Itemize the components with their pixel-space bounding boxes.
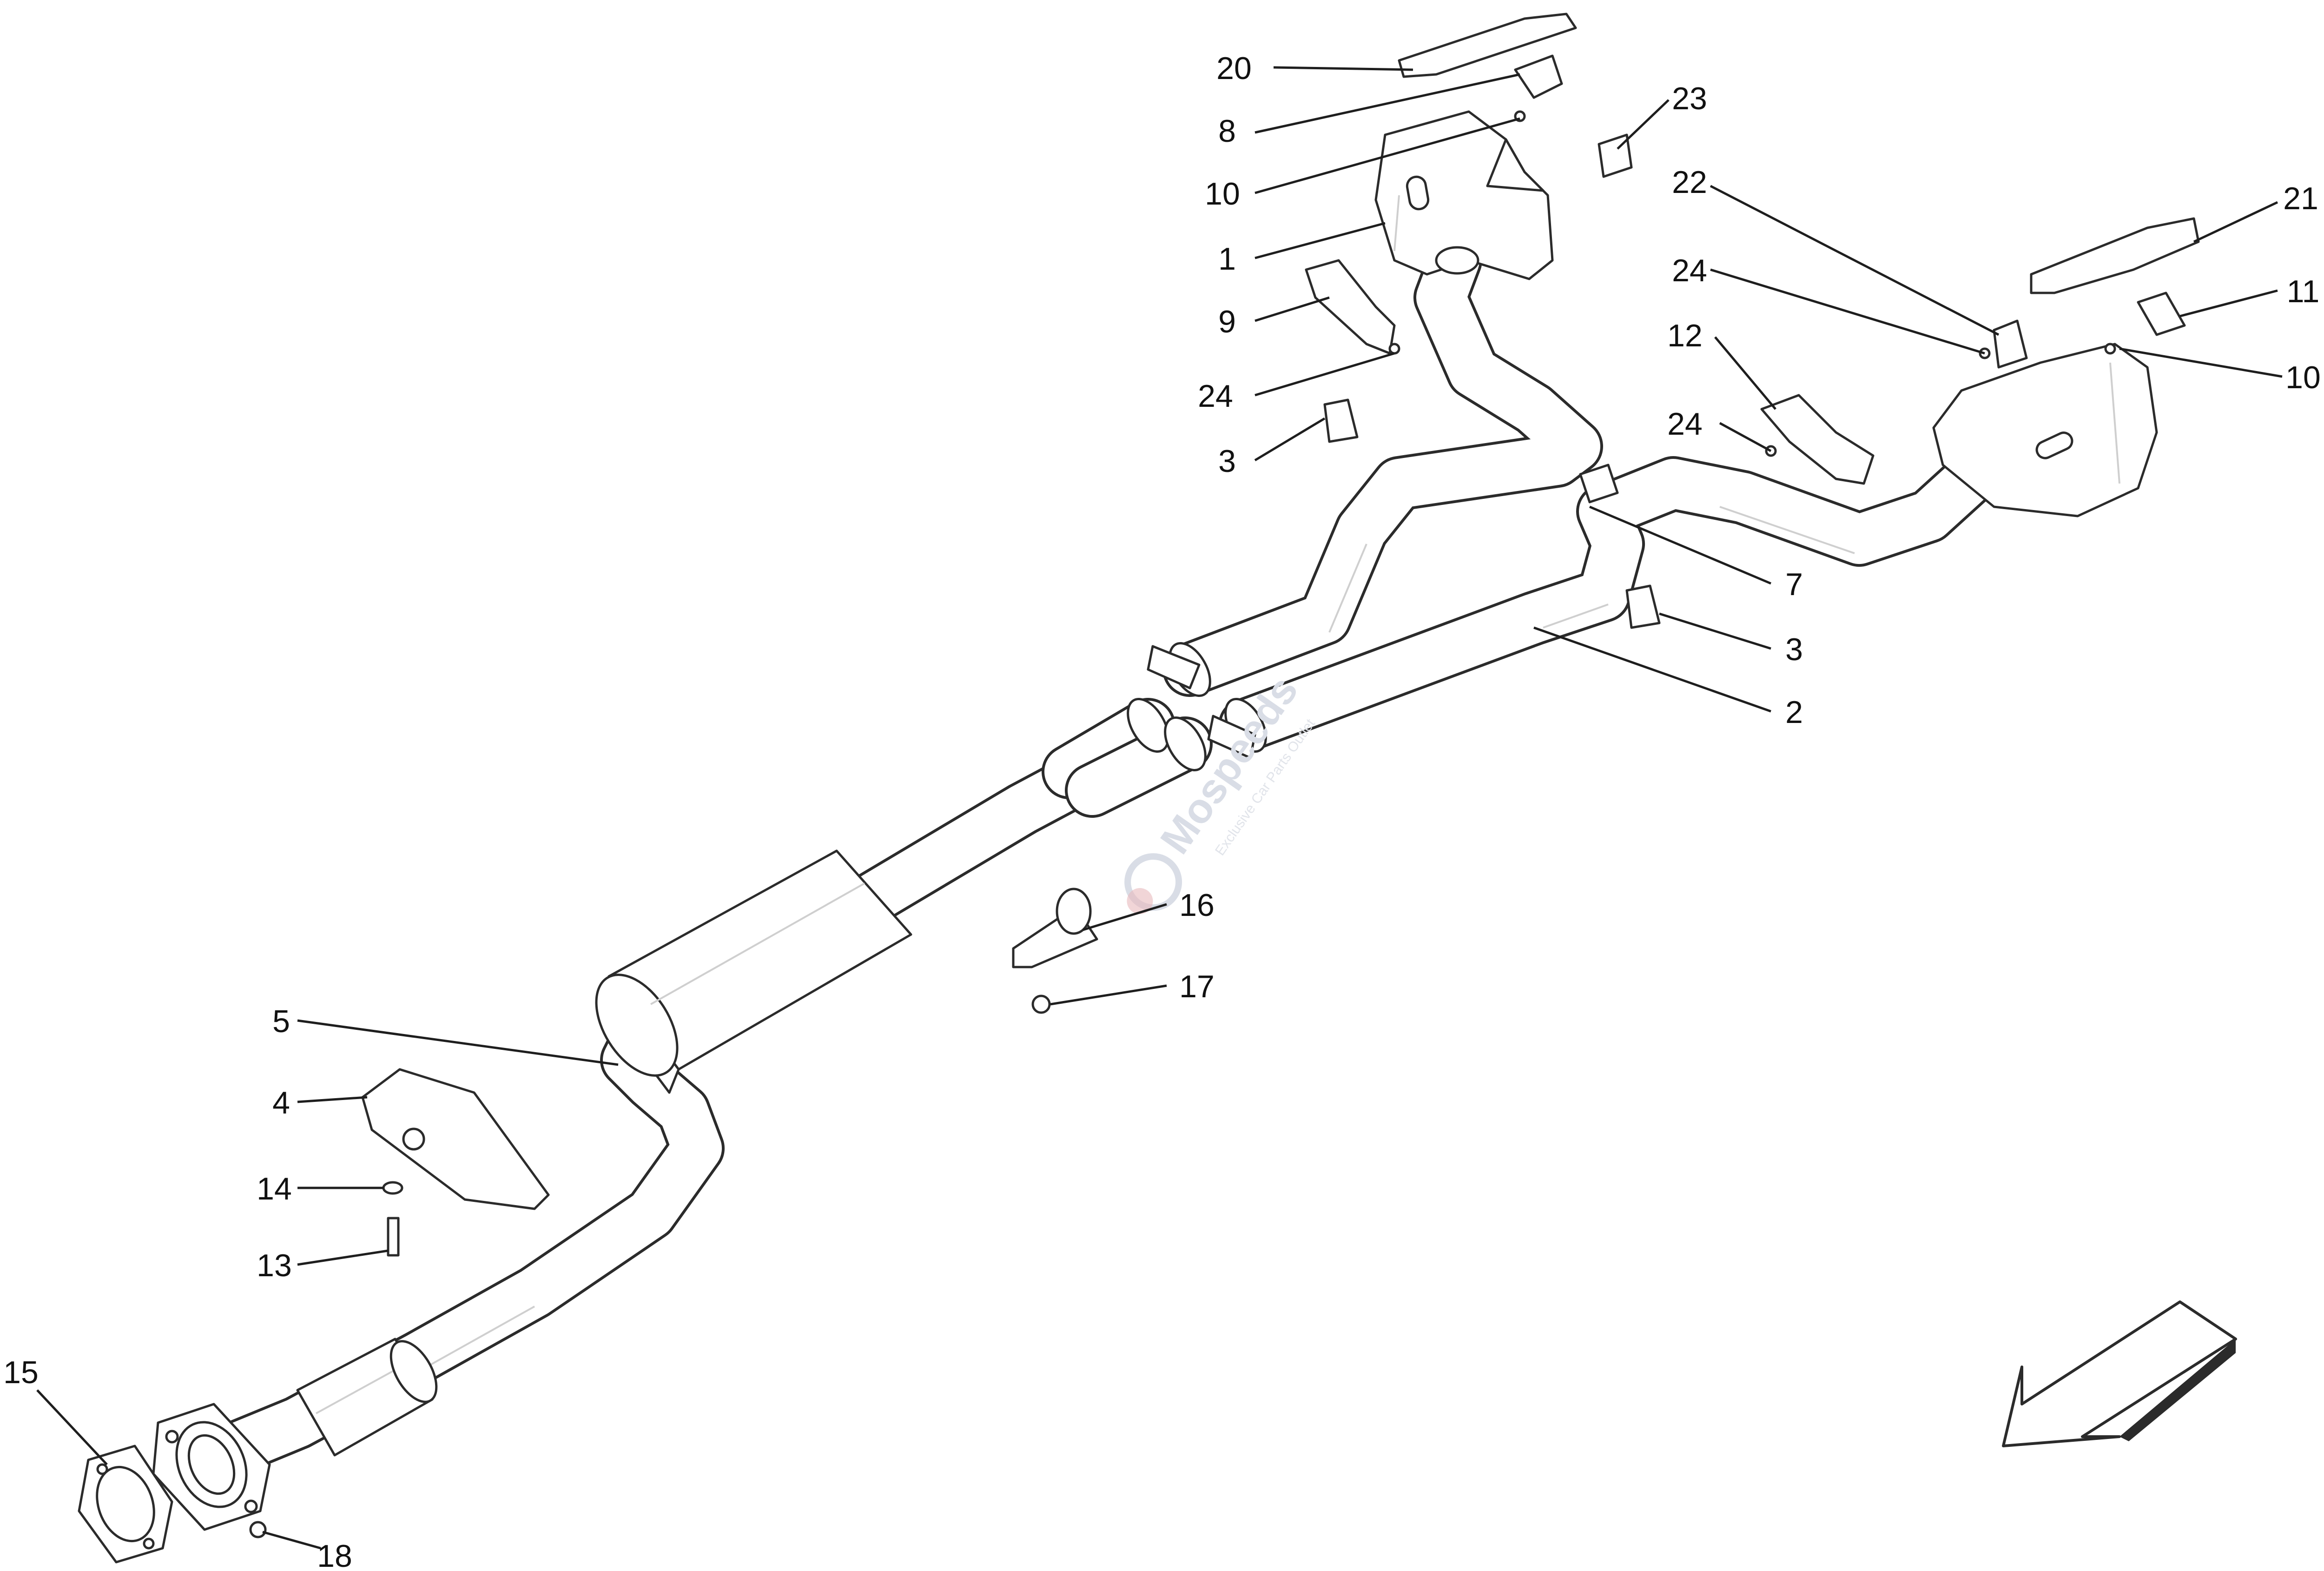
left-rear-silencer [1374, 110, 1554, 280]
callout-12: 12 [1667, 318, 1703, 353]
callout-18: 18 [317, 1538, 352, 1571]
callout-24-left: 24 [1198, 378, 1233, 414]
hanger-clip [1579, 464, 1619, 504]
inlet-flange [152, 1403, 271, 1531]
catalytic-converter [296, 1338, 438, 1457]
front-bracket [361, 1068, 550, 1210]
hanger-bracket [1514, 54, 1563, 99]
callout-24-right-b: 24 [1667, 406, 1703, 442]
hanger-right [2137, 292, 2186, 336]
gasket [78, 1445, 173, 1564]
center-bolt [1031, 994, 1051, 1014]
exhaust-pipes [191, 233, 2007, 1483]
callout-21: 21 [2283, 181, 2318, 216]
callout-7: 7 [1785, 567, 1803, 602]
callout-5: 5 [272, 1004, 290, 1039]
callout-11: 11 [2287, 274, 2320, 309]
front-bolt [387, 1217, 400, 1257]
callout-1: 1 [1218, 241, 1236, 277]
callout-3-left: 3 [1218, 444, 1236, 479]
callout-16: 16 [1179, 888, 1215, 923]
leader-lines [36, 66, 2283, 1550]
callout-24-right-a: 24 [1672, 253, 1707, 288]
nut [249, 1521, 267, 1538]
callout-15: 15 [3, 1355, 39, 1390]
top-bracket-right [2030, 217, 2200, 294]
silencer-bracket-right [1760, 394, 1875, 485]
front-bracket-hole [402, 1127, 425, 1151]
rubber-mount-right [1993, 319, 2028, 369]
right-rear-silencer [1932, 343, 2158, 517]
callout-14: 14 [257, 1171, 292, 1206]
callout-4: 4 [272, 1085, 290, 1120]
callout-8: 8 [1218, 113, 1236, 149]
callout-3-right: 3 [1785, 632, 1803, 667]
washer [382, 1181, 403, 1195]
callout-10-right: 10 [2285, 360, 2321, 395]
rubber-mount-a [1323, 398, 1359, 443]
callout-17: 17 [1179, 969, 1215, 1004]
central-muffler [595, 849, 912, 1094]
callout-numbers: 20 8 23 10 22 21 1 24 11 9 12 10 24 24 3… [3, 51, 2321, 1571]
rubber-mount-upper [1598, 133, 1633, 178]
center-rubber [1056, 888, 1092, 935]
callout-13: 13 [257, 1248, 292, 1283]
callout-20: 20 [1216, 51, 1252, 86]
direction-arrow-icon [2002, 1300, 2237, 1447]
callout-9: 9 [1218, 304, 1236, 339]
top-bracket-left [1398, 13, 1577, 78]
callout-22: 22 [1672, 165, 1707, 200]
rubber-mount-b [1625, 584, 1661, 629]
callout-10-upper: 10 [1205, 176, 1240, 212]
callout-23: 23 [1672, 81, 1707, 116]
silencer-bracket-left [1305, 259, 1396, 355]
callout-2: 2 [1785, 695, 1803, 730]
pipe-clamps [1147, 645, 1256, 759]
